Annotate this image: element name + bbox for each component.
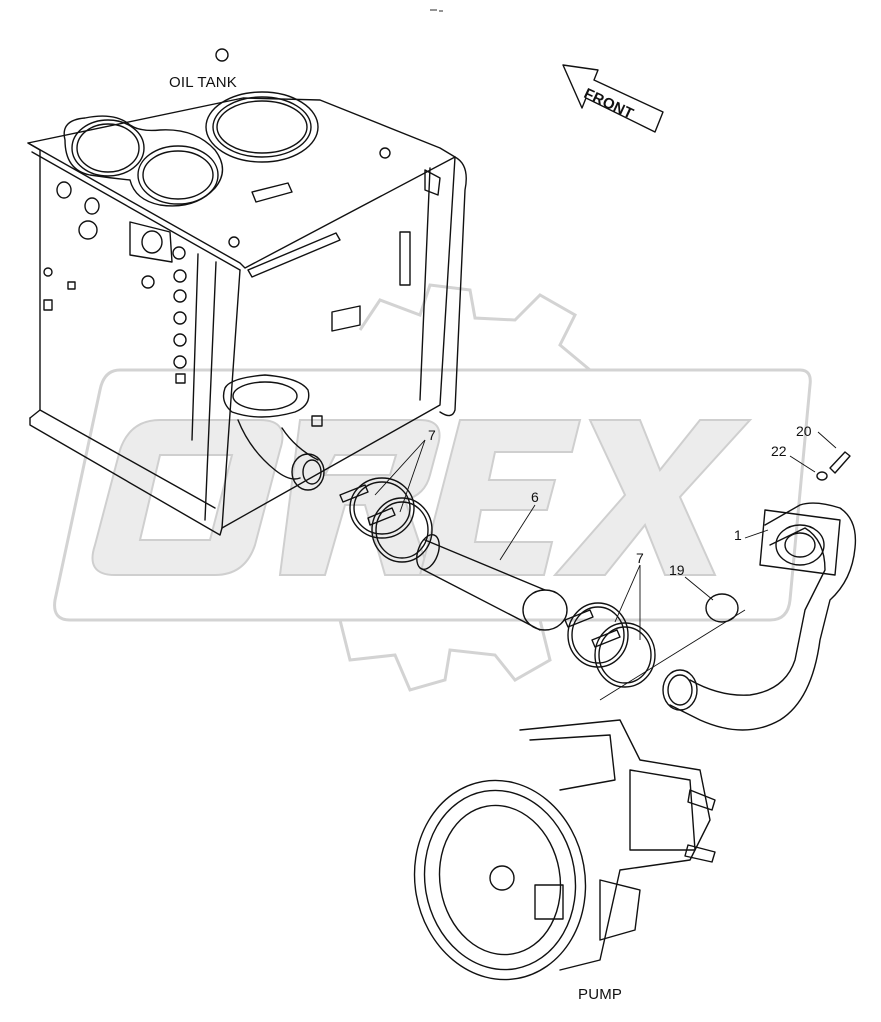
leader-lines [374, 439, 769, 640]
hose-clamp-upper [339, 477, 433, 563]
suction-pipe [662, 502, 857, 731]
watermark-gear [53, 283, 812, 692]
pump-label: PUMP [578, 986, 623, 1003]
oil-tank-label: OIL TANK [169, 74, 238, 91]
bolt-and-washer [789, 431, 851, 481]
callout-20: 20 [796, 423, 812, 439]
hose [416, 534, 568, 631]
callout-1: 1 [734, 527, 742, 543]
callout-19: 19 [669, 562, 685, 578]
callout-7-upper: 7 [428, 427, 436, 443]
front-arrow [562, 64, 664, 133]
hydraulic-pump [413, 609, 746, 981]
callout-7-lower: 7 [636, 550, 644, 566]
top-marks [430, 9, 443, 12]
watermark-letters [91, 419, 753, 576]
o-ring [705, 593, 739, 623]
oil-tank [27, 48, 467, 536]
hose-clamp-lower [564, 602, 656, 688]
callout-6: 6 [531, 489, 539, 505]
callout-22: 22 [771, 443, 787, 459]
